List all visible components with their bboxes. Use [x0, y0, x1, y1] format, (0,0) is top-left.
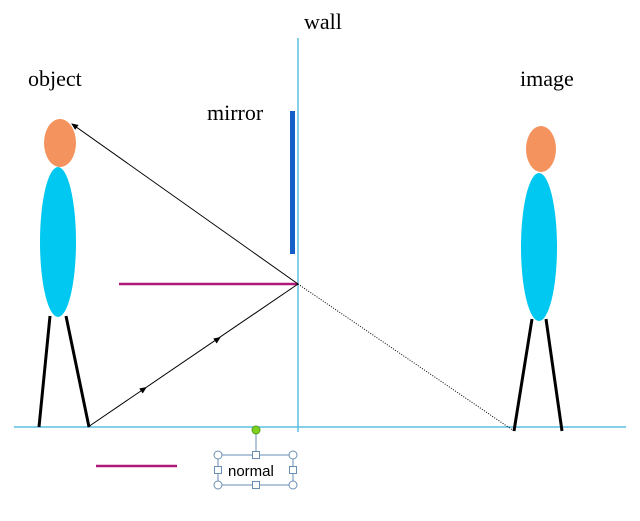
wall-label: wall: [304, 9, 342, 34]
mirror-label: mirror: [207, 100, 264, 125]
resize-handle-top-right[interactable]: [288, 450, 298, 460]
reflected-ray: [71, 123, 299, 285]
object-body: [40, 167, 76, 317]
image-body: [521, 173, 557, 321]
image-left-leg: [512, 318, 534, 432]
incident-arrow-1: [139, 387, 147, 394]
normal-label: normal: [228, 463, 274, 480]
object-left-leg: [37, 315, 52, 428]
image-head: [526, 126, 556, 172]
resize-handle-bottom-left[interactable]: [213, 480, 223, 490]
object-figure: [37, 119, 91, 428]
resize-handle-bottom[interactable]: [252, 481, 260, 489]
resize-handle-left[interactable]: [214, 466, 222, 474]
image-figure: [512, 126, 564, 432]
image-label: image: [520, 66, 574, 91]
image-right-leg: [544, 318, 564, 432]
resize-handle-right[interactable]: [289, 466, 297, 474]
normal-textbox[interactable]: normal: [213, 425, 298, 490]
mirror: [290, 111, 295, 254]
incident-ray: [87, 283, 299, 428]
rotate-handle[interactable]: [251, 425, 261, 435]
resize-handle-top[interactable]: [252, 451, 260, 459]
object-label: object: [28, 66, 82, 91]
virtual-ray: [297, 283, 515, 432]
resize-handle-bottom-right[interactable]: [288, 480, 298, 490]
resize-handle-top-left[interactable]: [213, 450, 223, 460]
object-head: [44, 119, 76, 167]
object-right-leg: [64, 315, 91, 428]
incident-arrow-2: [213, 337, 221, 344]
